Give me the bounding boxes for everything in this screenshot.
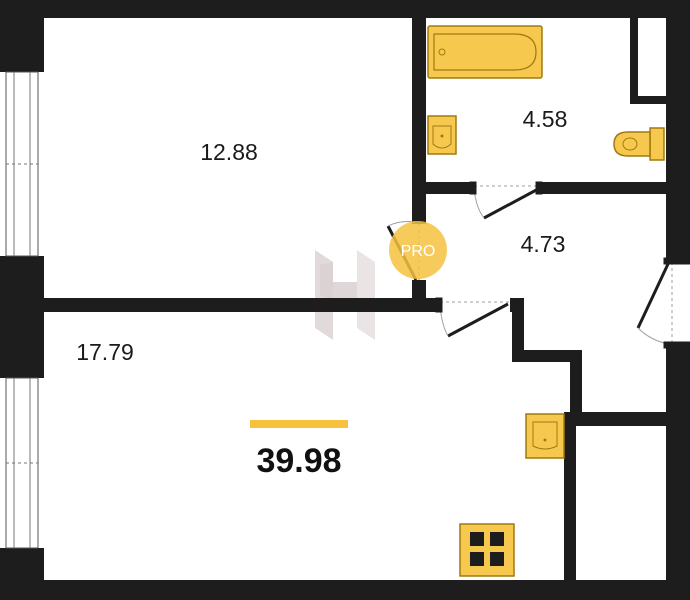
sink-icon bbox=[525, 413, 565, 459]
window-icon bbox=[5, 71, 39, 257]
bathtub-icon bbox=[427, 25, 543, 79]
toilet-icon bbox=[613, 127, 665, 161]
room-area-hallway: 4.73 bbox=[521, 231, 566, 257]
pro-badge-text: PRO bbox=[401, 243, 436, 260]
window-icon bbox=[5, 377, 39, 549]
door-icon bbox=[435, 297, 510, 338]
sink-icon bbox=[427, 115, 457, 155]
watermark-logo-icon bbox=[315, 250, 375, 340]
door-icon bbox=[469, 181, 543, 220]
room-area-bathroom: 4.58 bbox=[523, 106, 568, 132]
room-area-living-kitchen: 17.79 bbox=[76, 339, 134, 365]
total-area: 39.98 bbox=[256, 442, 341, 480]
door-icon bbox=[636, 257, 690, 349]
stove-icon bbox=[459, 523, 515, 577]
pro-badge: PRO bbox=[389, 221, 447, 279]
total-area-accent-bar bbox=[250, 420, 348, 428]
room-area-bedroom: 12.88 bbox=[200, 139, 258, 165]
